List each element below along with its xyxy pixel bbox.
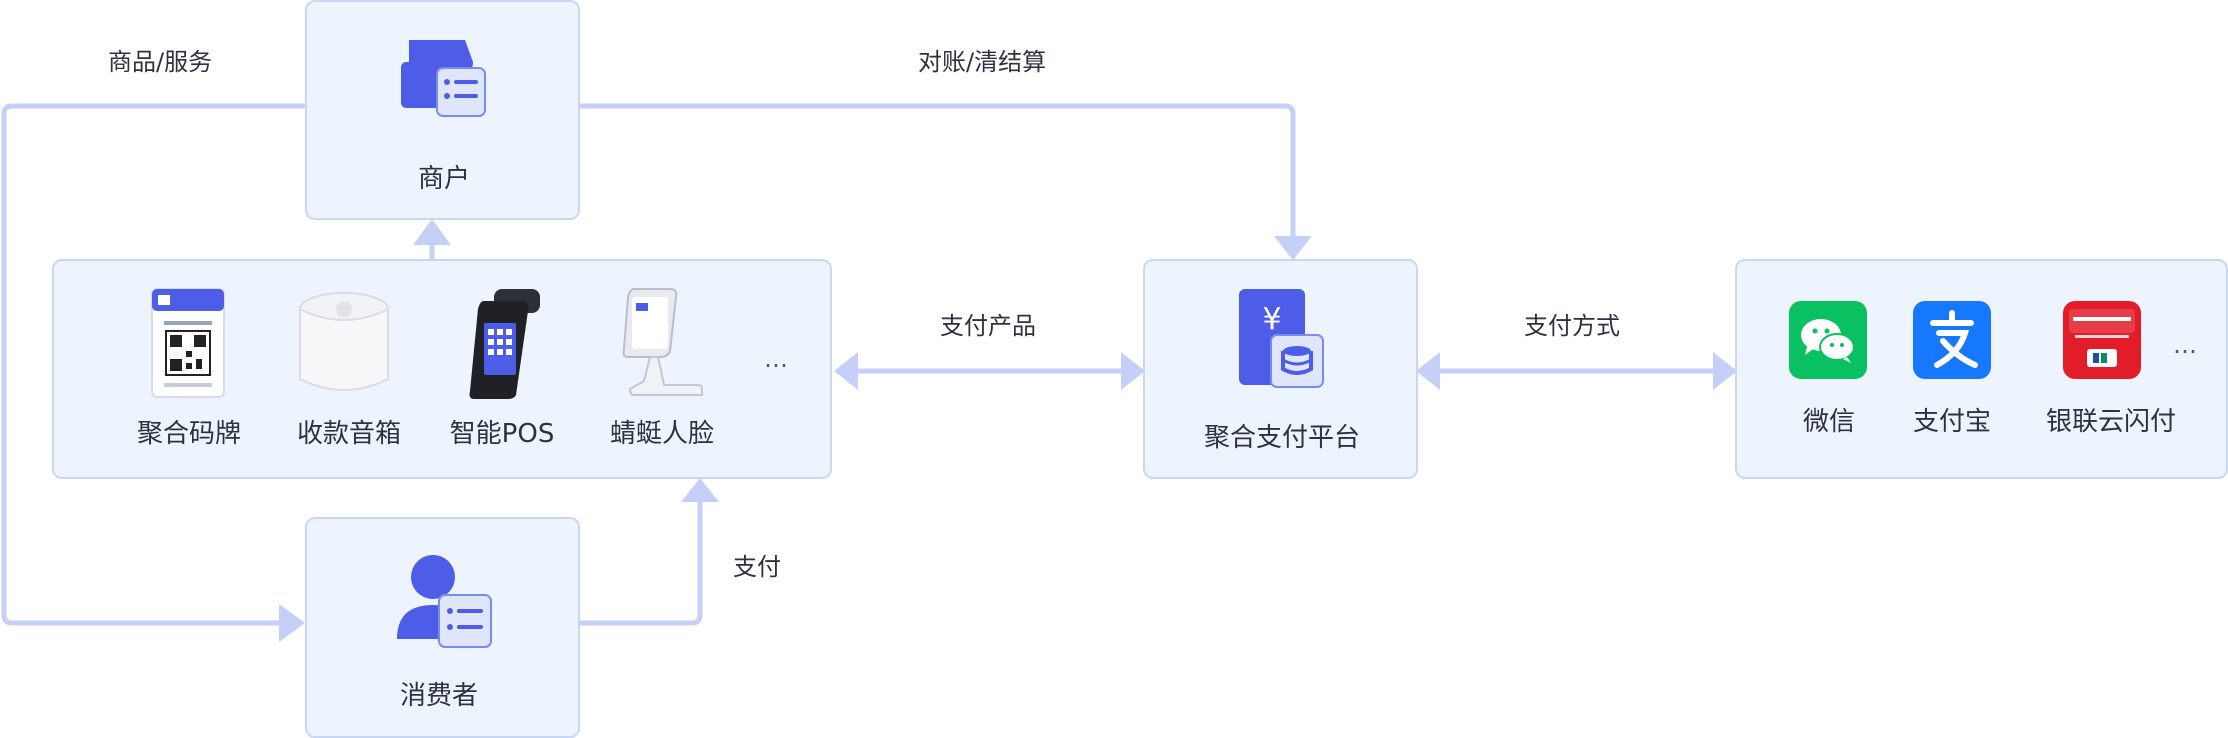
- reconcile-line: [580, 103, 1296, 238]
- consumer-label: 消费者: [399, 681, 479, 711]
- device-label-face: 蜻蜓人脸: [609, 419, 715, 449]
- alipay-icon: [1913, 301, 1991, 379]
- device-label-pos: 智能POS: [449, 419, 555, 449]
- merchant-label: 商户: [417, 164, 471, 194]
- arrow-to-platform: [1274, 236, 1312, 260]
- devices-more: …: [764, 345, 790, 373]
- arrow-right-platform: [1121, 352, 1145, 390]
- pay-line: [580, 498, 703, 626]
- method-label-wechat: 微信: [1802, 407, 1856, 437]
- arrow-to-devices: [681, 478, 719, 502]
- arrow-to-merchant: [413, 219, 451, 245]
- qr-code-sign-icon: [151, 288, 225, 398]
- wechat-icon: [1789, 301, 1867, 379]
- method-label-unionpay: 银联云闪付: [2045, 407, 2177, 437]
- payment-terminal-icon: ¥: [1239, 289, 1324, 388]
- arrow-left-devices: [834, 352, 858, 390]
- speaker-icon: [299, 292, 389, 391]
- arrow-right-methods: [1713, 352, 1737, 390]
- devices-group: … 聚合码牌 收款音箱 智能POS 蜻蜓人脸: [52, 259, 832, 479]
- device-label-speaker: 收款音箱: [296, 419, 402, 449]
- merchant-node: 商户: [305, 0, 580, 220]
- arrow-to-consumer: [279, 604, 305, 642]
- svg-text:¥: ¥: [1262, 302, 1281, 337]
- pos-terminal-icon: [469, 289, 540, 399]
- consumer-node: 消费者: [305, 517, 580, 738]
- pay-label: 支付: [733, 553, 781, 581]
- platform-label: 聚合支付平台: [1203, 423, 1361, 453]
- platform-node: ¥ 聚合支付平台: [1143, 259, 1418, 479]
- payment-methods-group: … 微信 支付宝 银联云闪付: [1735, 259, 2228, 479]
- methods-more: …: [2173, 331, 2199, 359]
- goods-service-line: [1, 103, 305, 626]
- arrow-left-platform: [1416, 352, 1440, 390]
- method-label-alipay: 支付宝: [1912, 407, 1992, 437]
- goods-service-label: 商品/服务: [108, 48, 213, 76]
- pay-products-label: 支付产品: [940, 312, 1036, 340]
- user-icon: [397, 555, 492, 648]
- pay-methods-label: 支付方式: [1524, 312, 1620, 340]
- store-icon: [401, 40, 486, 117]
- face-pay-terminal-icon: [622, 288, 703, 396]
- unionpay-icon: [2063, 301, 2141, 379]
- device-label-qr: 聚合码牌: [136, 419, 242, 449]
- reconcile-label: 对账/清结算: [918, 48, 1047, 76]
